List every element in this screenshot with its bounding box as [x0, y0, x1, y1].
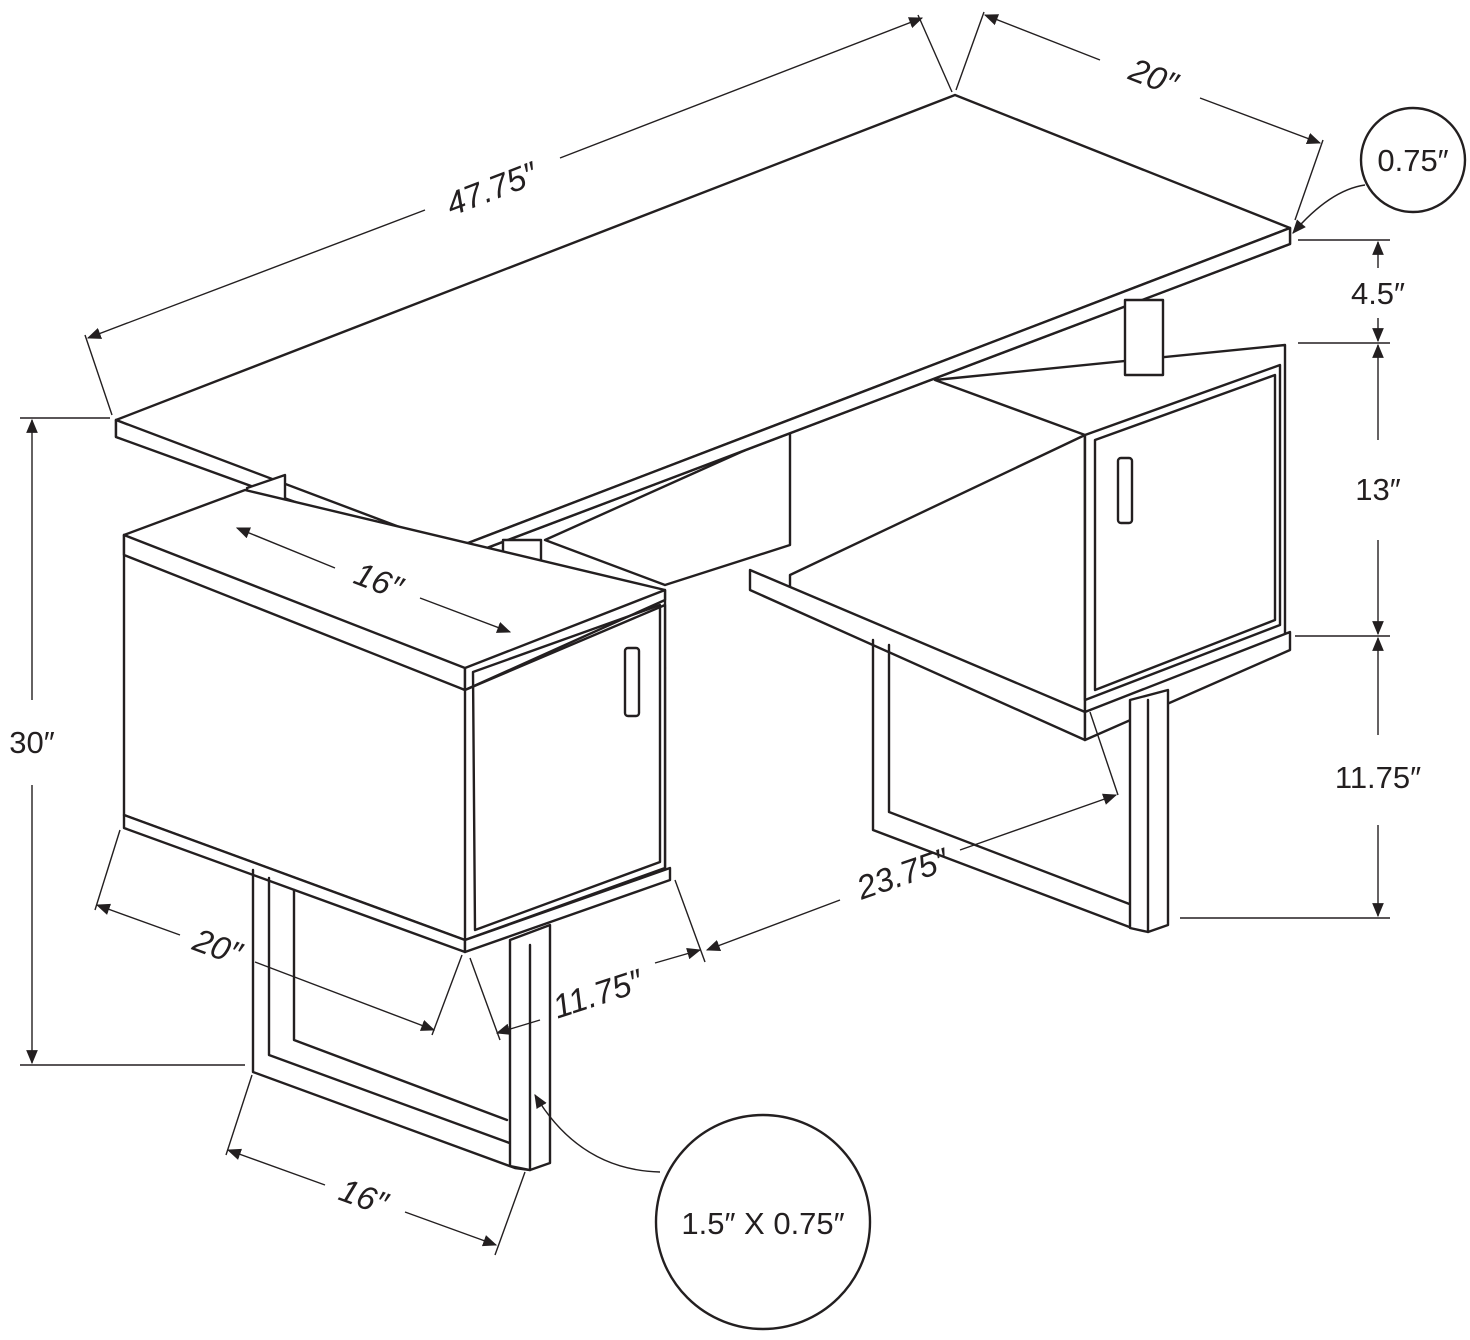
cabinet-height-label: 13″ — [1355, 472, 1400, 507]
dimension-lines — [20, 11, 1390, 1256]
right-door-handle-icon — [1116, 456, 1134, 525]
leg-section-label: 1.5″ X 0.75″ — [681, 1206, 844, 1241]
right-cabinet — [748, 343, 1292, 742]
cabinet-front-depth-label: 20″ — [188, 921, 248, 973]
left-door-handle-icon — [623, 646, 641, 718]
top-thickness-callout — [1359, 106, 1467, 214]
top-thickness-label: 0.75″ — [1377, 143, 1448, 178]
riser-height-label: 4.5″ — [1351, 276, 1405, 311]
right-riser — [1123, 298, 1165, 377]
top-width-label: 47.75″ — [441, 154, 543, 223]
overall-height-label: 30″ — [9, 725, 54, 760]
leg-section-callout — [654, 1113, 872, 1331]
knee-space-label: 23.75″ — [851, 840, 954, 906]
leg-height-label: 11.75″ — [1335, 760, 1421, 795]
left-cabinet — [122, 488, 672, 954]
leg-depth-label: 16″ — [334, 1171, 393, 1223]
cabinet-width-label: 11.75″ — [548, 961, 648, 1025]
right-leg-frame — [871, 638, 1170, 934]
modesty-panel — [543, 428, 792, 587]
top-depth-label: 20″ — [1123, 50, 1184, 103]
